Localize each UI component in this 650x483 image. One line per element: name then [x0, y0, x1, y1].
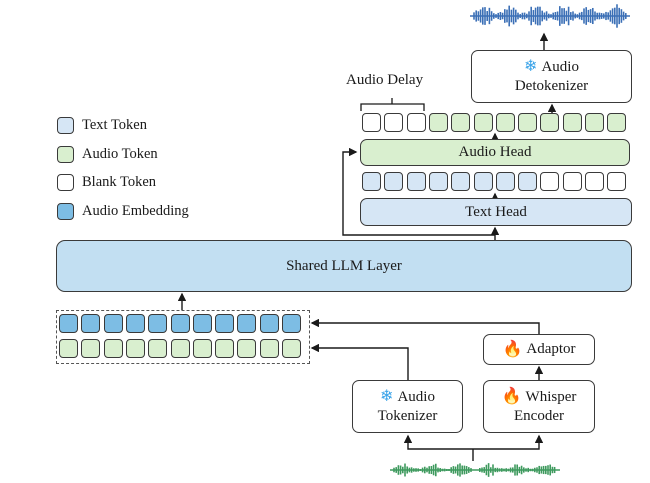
emb-token — [148, 314, 168, 333]
audio-token — [237, 339, 257, 358]
blank-token-swatch — [57, 173, 74, 191]
audio-token-swatch — [57, 145, 74, 163]
blank-token — [362, 113, 381, 132]
blank-token — [384, 113, 404, 132]
emb-token — [103, 314, 123, 333]
audio-token — [282, 339, 301, 358]
blank-token — [406, 113, 426, 132]
text-token — [495, 172, 515, 191]
arrow-wave-to-tokenizer — [403, 434, 473, 450]
legend-item-audio-token: Audio Token — [57, 145, 158, 163]
audio-token — [562, 113, 582, 132]
audio-token — [540, 113, 560, 132]
text-token — [362, 172, 381, 191]
block-label: Whisper — [525, 388, 577, 405]
text-token — [384, 172, 404, 191]
input-sequence-group — [56, 310, 310, 364]
audio-token — [59, 339, 78, 358]
audio-token — [103, 339, 123, 358]
audio-token — [192, 339, 212, 358]
audio-token — [428, 113, 448, 132]
emb-token — [237, 314, 257, 333]
audio-detokenizer-block: ❄Audio Detokenizer — [471, 50, 632, 103]
fire-icon: 🔥 — [501, 387, 522, 405]
text-token — [518, 172, 538, 191]
fire-icon: 🔥 — [502, 340, 523, 358]
legend-item-blank-token: Blank Token — [57, 173, 156, 191]
audio-delay-brace — [360, 98, 425, 111]
snowflake-icon: ❄ — [380, 387, 394, 405]
blank-token — [607, 172, 627, 191]
audio-token — [518, 113, 538, 132]
emb-token — [125, 314, 145, 333]
emb-token — [81, 314, 101, 333]
output-waveform-icon — [470, 4, 630, 28]
text-token — [451, 172, 471, 191]
audio-token — [81, 339, 101, 358]
block-label: Encoder — [514, 407, 564, 424]
adaptor-block: 🔥Adaptor — [483, 334, 595, 365]
block-label: Audio — [541, 58, 579, 75]
emb-token — [215, 314, 235, 333]
arrow-adaptor-to-embedding — [310, 318, 540, 334]
legend-item-audio-embedding: Audio Embedding — [57, 202, 189, 220]
audio-token — [148, 339, 168, 358]
blank-token — [562, 172, 582, 191]
emb-token — [192, 314, 212, 333]
audio-token — [125, 339, 145, 358]
legend-item-text-token: Text Token — [57, 116, 147, 134]
audio-tokenizer-block: ❄Audio Tokenizer — [352, 380, 463, 433]
block-label: Audio — [397, 388, 435, 405]
whisper-encoder-block: 🔥Whisper Encoder — [483, 380, 595, 433]
block-label: Tokenizer — [377, 407, 438, 424]
audio-token — [451, 113, 471, 132]
emb-token — [259, 314, 279, 333]
audio-token — [170, 339, 190, 358]
audio-token — [607, 113, 627, 132]
emb-token — [282, 314, 301, 333]
audio-delay-label: Audio Delay — [346, 72, 424, 88]
text-token — [428, 172, 448, 191]
blank-token — [540, 172, 560, 191]
shared-llm-layer-block: Shared LLM Layer — [56, 240, 632, 292]
audio-token — [259, 339, 279, 358]
text-head-block: Text Head — [360, 198, 632, 226]
arrow-wave-to-whisper — [473, 434, 544, 450]
arrow-tokenizer-to-audio-tokens — [310, 343, 409, 380]
audio-head-block: Audio Head — [360, 139, 630, 166]
blank-token — [585, 172, 604, 191]
legend-label: Audio Embedding — [82, 202, 189, 219]
snowflake-icon: ❄ — [524, 57, 538, 75]
audio-token — [215, 339, 235, 358]
legend-label: Text Token — [82, 116, 147, 133]
emb-token — [59, 314, 78, 333]
text-token-swatch — [57, 116, 74, 134]
legend-label: Audio Token — [82, 145, 158, 162]
audio-token — [585, 113, 604, 132]
arrow-llm-to-audiohead — [342, 147, 495, 236]
block-label: Detokenizer — [514, 77, 589, 94]
text-token — [406, 172, 426, 191]
emb-token — [170, 314, 190, 333]
audio-token — [473, 113, 493, 132]
audio-token — [495, 113, 515, 132]
input-waveform-icon — [390, 463, 560, 477]
text-token — [473, 172, 493, 191]
audio-embedding-swatch — [57, 202, 74, 220]
legend-label: Blank Token — [82, 173, 157, 190]
block-label: Adaptor — [526, 341, 576, 357]
